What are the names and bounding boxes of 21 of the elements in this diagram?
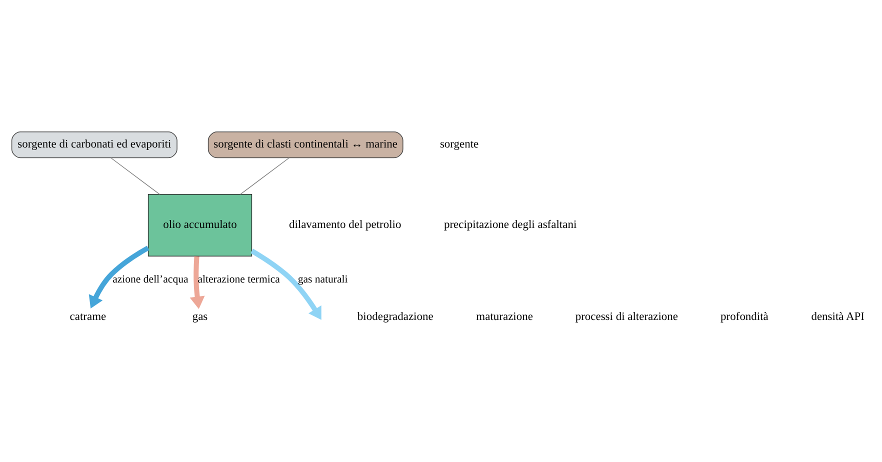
- label: processi di alterazione: [575, 310, 678, 323]
- node-box: sorgente di clasti continentali ↔ marine: [208, 132, 404, 158]
- label: sorgente: [440, 138, 479, 151]
- label: maturazione: [476, 310, 533, 323]
- node-text: gas: [192, 310, 208, 323]
- label: precipitazione degli asfaltani: [444, 218, 577, 231]
- arrow: [250, 248, 322, 320]
- connector: [240, 158, 290, 195]
- label: dilavamento del petrolio: [288, 218, 402, 231]
- node-box: sorgente di carbonati ed evaporiti: [11, 132, 178, 158]
- node-text: catrame: [70, 310, 106, 323]
- connector: [110, 158, 160, 195]
- label: densità API: [811, 310, 865, 323]
- label: biodegradazione: [357, 310, 434, 323]
- arrow: [190, 256, 205, 309]
- label: profondità: [720, 310, 768, 323]
- edge-label: gas naturali: [298, 274, 348, 286]
- node-box: olio accumulato: [148, 194, 252, 256]
- edge-label: azione dell’acqua: [112, 274, 188, 286]
- edge-label: alterazione termica: [198, 274, 280, 286]
- arrow: [88, 246, 150, 309]
